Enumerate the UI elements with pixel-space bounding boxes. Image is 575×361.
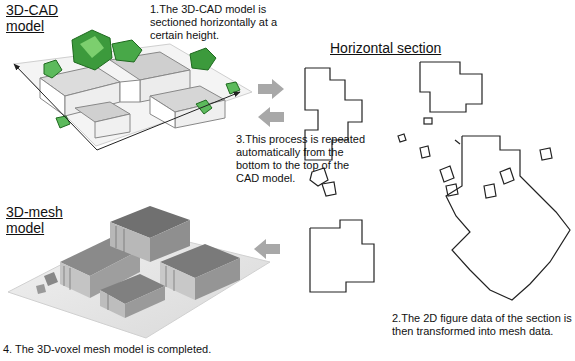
step-note: 4. The 3D-voxel mesh model is completed. — [3, 343, 263, 356]
mesh-model — [8, 206, 270, 338]
section-outline — [305, 62, 570, 300]
section-title: Horizontal section — [330, 40, 490, 56]
step-note: 2.The 2D figure data of the section is t… — [392, 312, 572, 338]
cad-model — [14, 30, 252, 150]
step-note: 3.This process is repeated automatically… — [236, 133, 371, 185]
step-note: 1.The 3D-CAD model is sectioned horizont… — [150, 3, 285, 42]
model-title: 3D-mesh model — [6, 204, 68, 236]
model-title: 3D-CAD model — [6, 2, 66, 34]
